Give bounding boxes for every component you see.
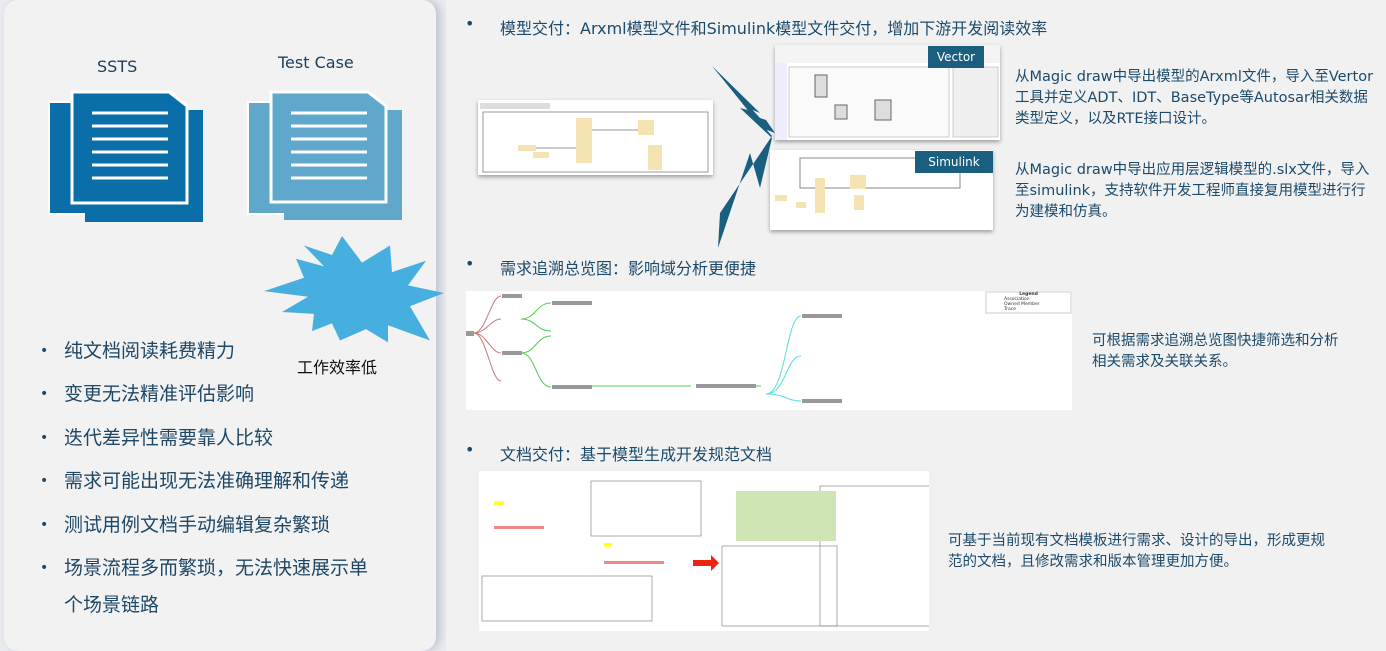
documents-description: 可基于当前现有文档模板进行需求、设计的导出，形成更规范的文档，且修改需求和版本管… — [948, 533, 1325, 570]
ssts-document-icon — [48, 90, 203, 222]
legend: Legend Association Owned Member Trace — [1004, 292, 1040, 312]
simulink-tag: Simulink — [915, 151, 993, 173]
simulink-description: 从Magic draw中导出应用层逻辑模型的.slx文件，导入至simulink… — [1015, 162, 1370, 220]
ssts-label: SSTS — [97, 57, 138, 76]
test-case-label: Test Case — [278, 53, 354, 72]
generated-documents-thumbnail — [479, 471, 943, 631]
lightning-arrow-icon — [712, 66, 775, 248]
section1-heading: •模型交付：Arxml模型文件和Simulink模型文件交付，增加下游开发阅读效… — [465, 14, 1048, 38]
magicdraw-model-thumbnail — [478, 100, 713, 175]
vector-tag: Vector — [928, 46, 984, 68]
traceability-description: 可根据需求追溯总览图快捷筛选和分析相关需求及关联关系。 — [1092, 333, 1339, 370]
test-case-document-icon — [247, 90, 402, 220]
section2-heading: •需求追溯总览图：影响域分析更便捷 — [465, 254, 757, 278]
section3-heading: •文档交付：基于模型生成开发规范文档 — [465, 440, 773, 464]
starburst-icon — [264, 236, 444, 343]
burst-label: 工作效率低 — [297, 358, 378, 377]
traceability-overview-thumbnail: Legend Association Owned Member Trace — [466, 291, 1072, 410]
